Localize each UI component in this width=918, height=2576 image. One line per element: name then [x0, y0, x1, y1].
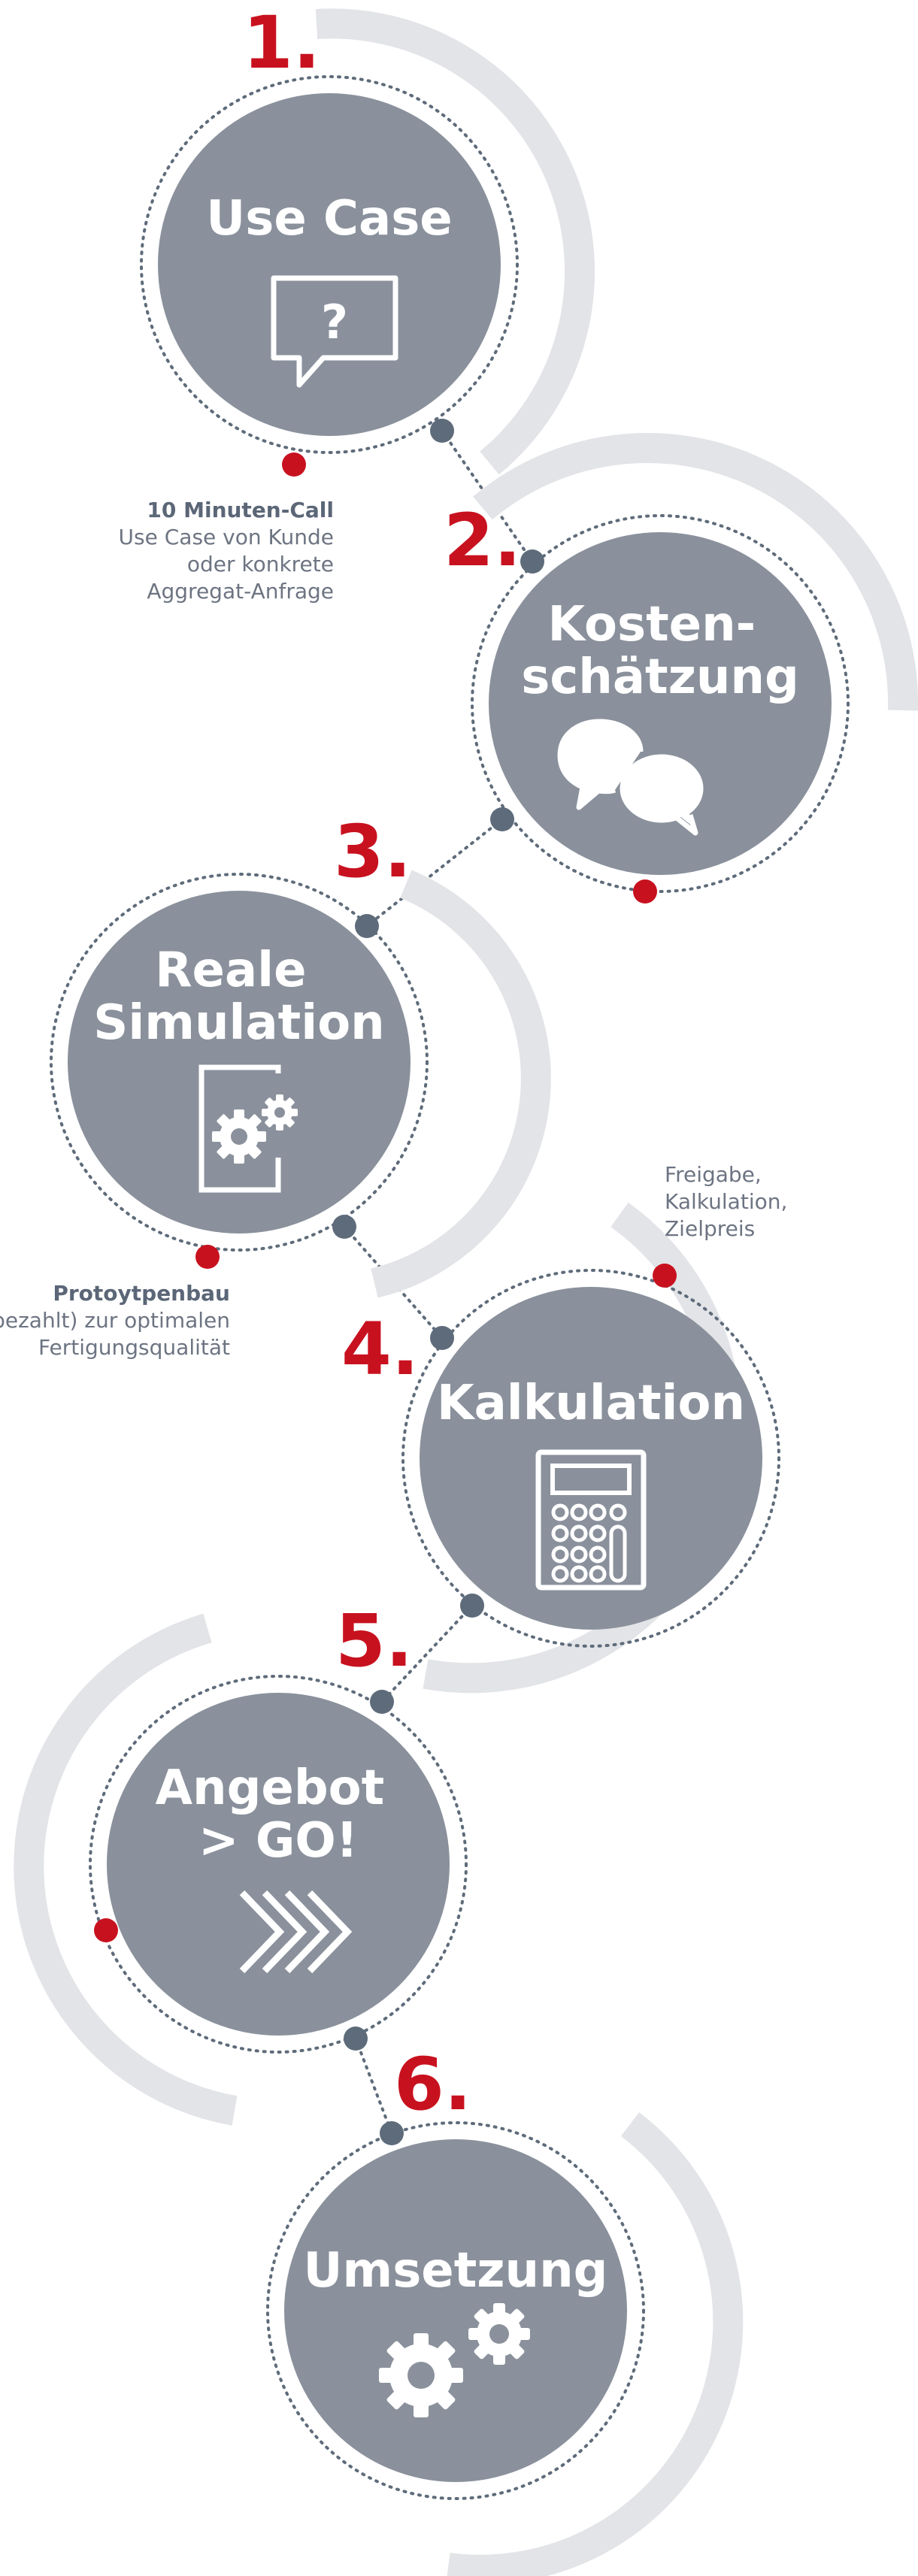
step-3-circle: [68, 891, 411, 1234]
step-3-arc: [371, 870, 551, 1298]
step-6: 6. Umsetzung: [266, 2042, 744, 2576]
step-2-title: Kosten- schätzung: [521, 597, 799, 705]
step-1-note-bold: 10 Minuten-Call: [147, 498, 334, 522]
speech-bubble-question-icon: ?: [271, 275, 398, 388]
step-5-exit-dot: [344, 2027, 368, 2051]
step-3-entry-dot: [355, 914, 379, 938]
step-2-title-line: schätzung: [521, 649, 799, 705]
step-5-title-line: Angebot: [156, 1760, 385, 1816]
step-4-exit-dot: [460, 1594, 484, 1618]
step-1-arc: [315, 8, 595, 475]
step-1-note-line: Aggregat-Anfrage: [147, 579, 334, 604]
step-6-title: Umsetzung: [304, 2243, 608, 2299]
step-3-title: Reale Simulation: [93, 943, 384, 1051]
step-3-red-dot: [195, 1245, 220, 1269]
step-4-circle: [420, 1287, 762, 1630]
step-4-note-line: Freigabe,: [665, 1162, 762, 1187]
step-6-title-line: Umsetzung: [304, 2243, 608, 2299]
step-3-title-line: Simulation: [93, 995, 384, 1051]
step-3-number: 3.: [334, 810, 411, 894]
step-4-dotted-ring: [401, 1269, 780, 1648]
step-5-dotted-ring: [89, 1675, 468, 2054]
step-1-title: Use Case: [206, 191, 452, 247]
svg-text:?: ?: [321, 295, 348, 350]
step-1-red-dot: [282, 453, 306, 477]
step-2-exit-dot: [490, 807, 514, 831]
step-4-number: 4.: [341, 1307, 419, 1391]
chevrons-right-icon: [239, 1890, 353, 1974]
step-4-red-dot: [653, 1264, 677, 1288]
connector-5-6: [354, 2037, 393, 2135]
connector-4-5: [380, 1604, 474, 1703]
connector-2-3: [365, 818, 504, 928]
step-3-note: Protoytpenbau (bezahlt) zur optimalen Fe…: [0, 1281, 230, 1360]
step-5-circle: [107, 1693, 450, 2036]
step-4-title: Kalkulation: [437, 1376, 745, 1431]
chat-bubbles-icon: [557, 719, 704, 836]
step-5-arc: [14, 1613, 238, 2126]
step-1-number: 1.: [243, 1, 320, 85]
step-3-title-line: Reale: [155, 943, 306, 998]
step-5-red-dot: [94, 1918, 118, 1942]
step-2: 2. Kosten- schätzung: [444, 433, 918, 904]
step-5-title-line: > GO!: [198, 1813, 358, 1869]
step-6-dotted-ring: [266, 2121, 645, 2500]
step-3-note-line: (bezahlt) zur optimalen: [0, 1308, 230, 1333]
step-3-exit-dot: [332, 1215, 356, 1239]
step-4-note: Freigabe, Kalkulation, Zielpreis: [665, 1162, 787, 1241]
step-6-arc: [447, 2112, 744, 2576]
calculator-icon: [535, 1449, 647, 1591]
step-1-title-line: Use Case: [206, 191, 452, 247]
step-5: 5. Angebot > GO!: [14, 1599, 468, 2126]
step-3-note-line: Fertigungsqualität: [38, 1335, 230, 1360]
step-4-note-line: Kalkulation,: [665, 1189, 787, 1214]
step-2-circle: [489, 532, 832, 875]
step-3-note-bold: Protoytpenbau: [53, 1281, 230, 1306]
step-6-entry-dot: [380, 2121, 404, 2145]
step-2-title-line: Kosten-: [548, 597, 756, 652]
step-6-circle: [284, 2139, 627, 2482]
step-6-number: 6.: [394, 2042, 471, 2126]
step-1-note-line: Use Case von Kunde: [119, 525, 334, 549]
step-2-entry-dot: [520, 549, 544, 574]
step-2-dotted-ring: [471, 514, 850, 893]
step-5-number: 5.: [335, 1599, 413, 1683]
step-4: 4. Kalkulation Freigabe, Kalkulation, Zi…: [341, 1162, 787, 1694]
step-1-exit-dot: [430, 419, 454, 443]
gear-document-icon: [198, 1064, 298, 1193]
step-4-entry-dot: [430, 1326, 454, 1350]
step-4-title-line: Kalkulation: [437, 1376, 745, 1431]
step-2-arc: [473, 433, 918, 711]
step-1-circle: [158, 93, 501, 436]
step-3: 3. Reale Simulation: [0, 810, 551, 1360]
step-5-title: Angebot > GO!: [156, 1760, 401, 1869]
step-2-red-dot: [633, 879, 657, 904]
step-4-note-line: Zielpreis: [665, 1216, 755, 1241]
step-5-entry-dot: [370, 1690, 394, 1714]
gears-icon: [379, 2303, 530, 2417]
step-1: 1. Use Case ? 10 Minuten-Call Use Case v…: [119, 1, 595, 604]
step-1-dotted-ring: [140, 75, 519, 454]
step-1-note-line: oder konkrete: [187, 552, 334, 577]
step-3-dotted-ring: [50, 873, 429, 1252]
step-2-number: 2.: [444, 498, 521, 583]
step-1-note: 10 Minuten-Call Use Case von Kunde oder …: [119, 498, 334, 604]
